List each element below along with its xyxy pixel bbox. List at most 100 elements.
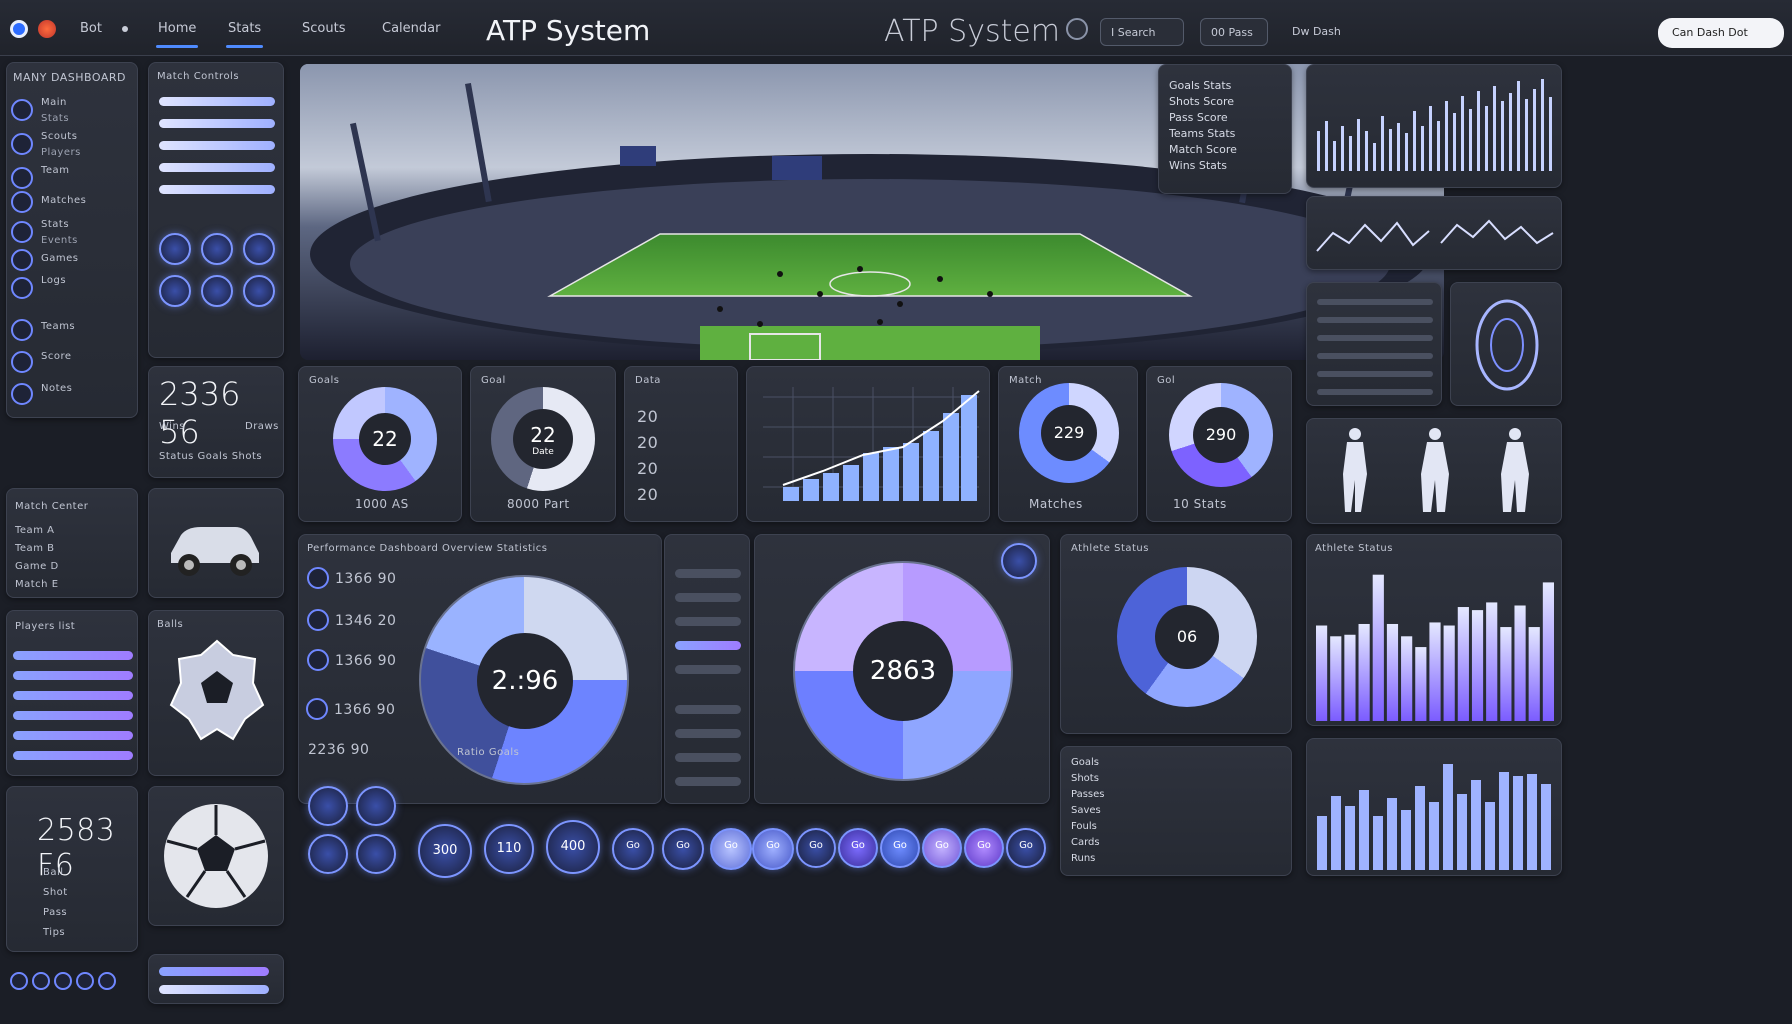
sidebar-icon-1[interactable] [11, 99, 33, 121]
control-icon[interactable] [98, 972, 116, 990]
sidebar-item-label[interactable]: Team [41, 165, 70, 176]
list-item[interactable]: Ball [43, 867, 64, 878]
control-bar[interactable] [159, 141, 275, 150]
sidebar-icon-7[interactable] [11, 277, 33, 299]
round-button[interactable]: Go [964, 828, 1004, 868]
sidebar-item-label[interactable]: Matches [41, 195, 87, 206]
sidebar-item-label[interactable]: Notes [41, 383, 73, 394]
dash-pill[interactable]: Dw Dash [1292, 25, 1341, 38]
round-button[interactable] [356, 834, 396, 874]
sidebar-item-label[interactable]: Teams [41, 321, 76, 332]
control-icon[interactable] [54, 972, 72, 990]
slider[interactable] [675, 705, 741, 714]
sidebar-icon-6[interactable] [11, 249, 33, 271]
round-button[interactable]: Go [752, 828, 794, 870]
round-button[interactable]: Go [922, 828, 962, 868]
control-button[interactable] [243, 275, 275, 307]
sidebar-icon-10[interactable] [11, 383, 33, 405]
control-icon[interactable] [10, 972, 28, 990]
slider[interactable] [675, 569, 741, 578]
sidebar-item-label[interactable]: Events [41, 235, 78, 246]
sidebar-icon-4[interactable] [11, 191, 33, 213]
slider[interactable] [675, 665, 741, 674]
stat-icon[interactable] [307, 649, 329, 671]
table-row[interactable]: Shots [1071, 773, 1099, 784]
user-menu-button[interactable]: Can Dash Dot [1658, 18, 1784, 48]
slider[interactable] [675, 593, 741, 602]
round-button[interactable]: Go [838, 828, 878, 868]
table-row[interactable]: Runs [1071, 853, 1096, 864]
sidebar-icon-8[interactable] [11, 319, 33, 341]
round-button[interactable] [356, 786, 396, 826]
sidebar-item-label[interactable]: Main [41, 97, 67, 108]
stat-icon[interactable] [307, 567, 329, 589]
sidebar-item-label[interactable]: Players [41, 147, 81, 158]
nav-calendar[interactable]: Calendar [382, 21, 441, 36]
control-icon[interactable] [32, 972, 50, 990]
stat-icon[interactable] [306, 698, 328, 720]
sidebar-icon-9[interactable] [11, 351, 33, 373]
round-button[interactable]: Go [612, 828, 654, 870]
control-button[interactable] [201, 275, 233, 307]
list-item[interactable]: Shot [43, 887, 68, 898]
list-item[interactable]: Goals Stats [1169, 79, 1232, 92]
control-icon[interactable] [76, 972, 94, 990]
round-button[interactable]: Go [796, 828, 836, 868]
control-button[interactable] [243, 233, 275, 265]
list-item[interactable]: Wins Stats [1169, 159, 1227, 172]
slider[interactable] [675, 641, 741, 650]
round-button[interactable]: 110 [484, 824, 534, 874]
control-bar[interactable] [159, 163, 275, 172]
list-item[interactable]: Team A [15, 525, 55, 536]
search-pill[interactable]: I Search [1100, 18, 1184, 46]
stat-icon[interactable] [307, 609, 329, 631]
table-row[interactable]: Goals [1071, 757, 1099, 768]
control-bar[interactable] [159, 97, 275, 106]
control-button[interactable] [159, 275, 191, 307]
sidebar-icon-3[interactable] [11, 167, 33, 189]
sidebar-icon-2[interactable] [11, 133, 33, 155]
nav-home[interactable]: Home [155, 21, 199, 48]
table-row[interactable]: Fouls [1071, 821, 1097, 832]
list-item[interactable]: Teams Stats [1169, 127, 1236, 140]
sidebar-item-label[interactable]: Games [41, 253, 79, 264]
sidebar-item-label[interactable]: Stats [41, 113, 70, 124]
table-row[interactable]: Cards [1071, 837, 1100, 848]
nav-stats[interactable]: Stats [225, 21, 264, 48]
radial-settings-button[interactable] [1001, 543, 1037, 579]
control-bar[interactable] [159, 119, 275, 128]
round-button[interactable]: Go [880, 828, 920, 868]
list-item[interactable]: Team B [15, 543, 55, 554]
round-button[interactable]: 300 [418, 824, 472, 878]
list-item[interactable]: Pass [43, 907, 68, 918]
lock-icon[interactable] [1066, 18, 1088, 40]
list-item[interactable]: Tips [43, 927, 66, 938]
round-button[interactable]: Go [710, 828, 752, 870]
control-bar[interactable] [159, 185, 275, 194]
list-item[interactable]: Shots Score [1169, 95, 1235, 108]
round-button[interactable] [308, 834, 348, 874]
round-button[interactable]: Go [662, 828, 704, 870]
slider[interactable] [675, 729, 741, 738]
control-button[interactable] [201, 233, 233, 265]
list-item[interactable]: Match Score [1169, 143, 1237, 156]
control-button[interactable] [159, 233, 191, 265]
sidebar-item-label[interactable]: Stats [41, 219, 70, 230]
app-logo-icon[interactable] [10, 20, 28, 38]
list-item[interactable]: Pass Score [1169, 111, 1228, 124]
sidebar-item-label[interactable]: Score [41, 351, 72, 362]
table-row[interactable]: Passes [1071, 789, 1105, 800]
record-icon[interactable] [38, 20, 56, 38]
sidebar-item-label[interactable]: Scouts [41, 131, 78, 142]
table-row[interactable]: Saves [1071, 805, 1101, 816]
slider[interactable] [675, 753, 741, 762]
round-button[interactable]: 400 [546, 820, 600, 874]
list-item[interactable]: Match E [15, 579, 59, 590]
slider[interactable] [675, 777, 741, 786]
nav-scouts[interactable]: Scouts [302, 21, 346, 36]
pass-pill[interactable]: 00 Pass [1200, 18, 1268, 46]
round-button[interactable] [308, 786, 348, 826]
slider[interactable] [675, 617, 741, 626]
sidebar-icon-5[interactable] [11, 221, 33, 243]
nav-bot[interactable]: Bot [80, 21, 102, 36]
